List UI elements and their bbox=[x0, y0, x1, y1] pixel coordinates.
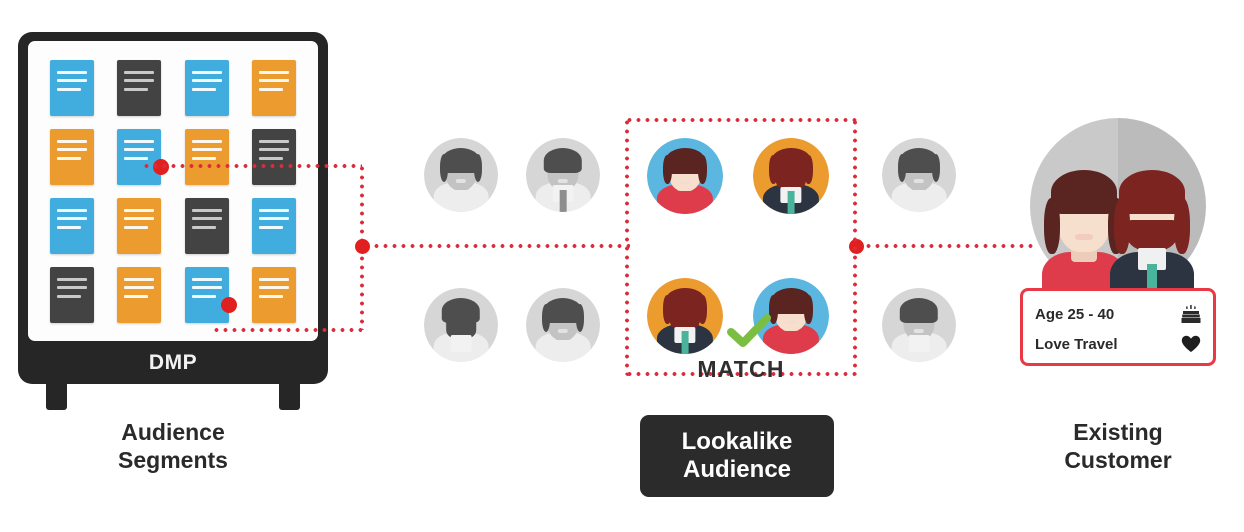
trait-interest-label: Love Travel bbox=[1035, 335, 1118, 353]
pill-line-2: Audience bbox=[682, 456, 792, 483]
heart-icon bbox=[1179, 335, 1201, 353]
segment-card[interactable] bbox=[184, 128, 229, 185]
connector-node-left bbox=[355, 239, 370, 254]
segment-cell bbox=[173, 53, 241, 122]
segment-card[interactable] bbox=[49, 266, 94, 323]
segment-cell bbox=[241, 191, 309, 260]
segment-cell bbox=[38, 122, 106, 191]
caption-line-2: Segments bbox=[118, 447, 228, 474]
monitor-leg-left bbox=[46, 384, 67, 410]
existing-customer-caption: Existing Customer bbox=[1010, 418, 1226, 474]
matched-avatar-female bbox=[647, 138, 723, 214]
connector-right-horizontal bbox=[864, 244, 1036, 248]
segment-cell bbox=[38, 191, 106, 260]
segment-cell bbox=[241, 260, 309, 329]
segment-card[interactable] bbox=[49, 59, 94, 116]
caption-line-2: Customer bbox=[1064, 447, 1172, 474]
monitor-leg-right bbox=[279, 384, 300, 410]
lookalike-avatar bbox=[526, 138, 600, 212]
trait-row-interest: Love Travel bbox=[1035, 329, 1201, 359]
segment-card-selected[interactable] bbox=[184, 266, 237, 323]
segment-cell bbox=[106, 260, 174, 329]
segment-card[interactable] bbox=[49, 197, 94, 254]
trait-age-label: Age 25 - 40 bbox=[1035, 305, 1115, 323]
segment-card[interactable] bbox=[117, 266, 162, 323]
segment-cell bbox=[106, 191, 174, 260]
matched-avatar-male bbox=[753, 138, 829, 214]
pill-line-1: Lookalike bbox=[681, 427, 793, 455]
lookalike-avatar bbox=[424, 138, 498, 212]
segment-cell bbox=[173, 191, 241, 260]
lookalike-avatar bbox=[424, 288, 498, 362]
connector-top-horizontal bbox=[142, 164, 362, 168]
segment-card[interactable] bbox=[252, 128, 297, 185]
segment-card-selected[interactable] bbox=[117, 128, 170, 185]
segment-card[interactable] bbox=[117, 59, 162, 116]
check-icon bbox=[727, 314, 771, 347]
lookalike-audience-pill: Lookalike Audience bbox=[640, 415, 834, 497]
match-box: MATCH bbox=[625, 118, 857, 382]
matched-avatar-male bbox=[647, 278, 723, 354]
connector-bottom-horizontal bbox=[212, 328, 362, 332]
audience-segments-caption: Audience Segments bbox=[33, 418, 313, 474]
segment-card[interactable] bbox=[49, 128, 94, 185]
customer-traits-card: Age 25 - 40 Love Travel bbox=[1020, 288, 1216, 366]
segment-cell bbox=[38, 260, 106, 329]
connector-mid-horizontal bbox=[372, 244, 630, 248]
cake-icon bbox=[1179, 304, 1201, 324]
segment-cell bbox=[241, 122, 309, 191]
segment-card[interactable] bbox=[184, 59, 229, 116]
segment-card[interactable] bbox=[252, 59, 297, 116]
segment-cell bbox=[106, 53, 174, 122]
segment-cell bbox=[173, 122, 241, 191]
lookalike-avatar bbox=[526, 288, 600, 362]
segment-cell bbox=[173, 260, 241, 329]
trait-row-age: Age 25 - 40 bbox=[1035, 299, 1201, 329]
segment-card[interactable] bbox=[252, 266, 297, 323]
caption-line-1: Existing bbox=[1073, 419, 1163, 445]
dmp-monitor: DMP bbox=[18, 32, 328, 410]
segment-card[interactable] bbox=[252, 197, 297, 254]
lookalike-avatar bbox=[882, 138, 956, 212]
segment-card[interactable] bbox=[117, 197, 162, 254]
segment-cell bbox=[38, 53, 106, 122]
segment-cell bbox=[241, 53, 309, 122]
match-label: MATCH bbox=[697, 356, 785, 382]
segment-card[interactable] bbox=[184, 197, 229, 254]
segment-card-grid bbox=[28, 41, 318, 341]
segment-cell bbox=[106, 122, 174, 191]
selection-dot-icon bbox=[220, 296, 237, 313]
lookalike-avatar bbox=[882, 288, 956, 362]
dmp-label: DMP bbox=[148, 351, 198, 374]
caption-line-1: Audience bbox=[121, 419, 225, 445]
